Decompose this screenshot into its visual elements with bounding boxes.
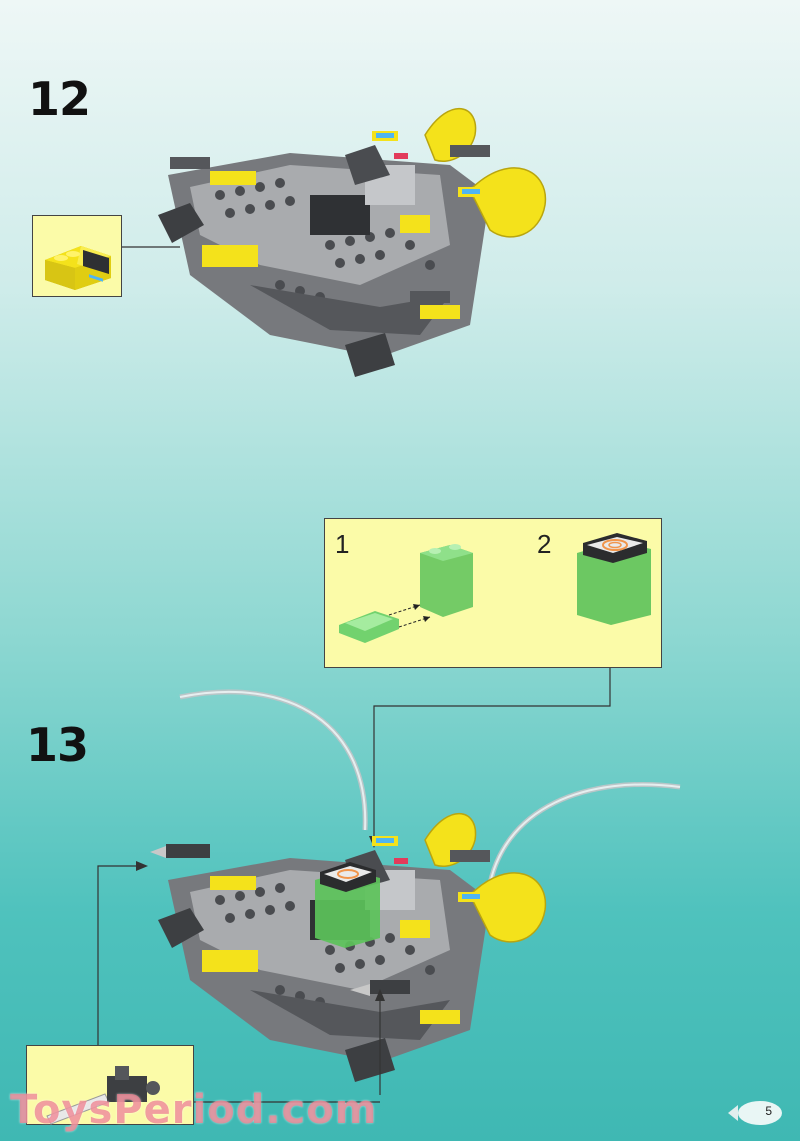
substep-number-1: 1 (335, 529, 350, 559)
page-number-badge: 5 (724, 1099, 786, 1127)
step-number-13: 13 (26, 718, 89, 772)
subassembly-callout-step-13: 1 2 (324, 518, 662, 668)
parts-callout-step-12 (32, 215, 122, 297)
page-number: 5 (765, 1104, 772, 1118)
arrow-icon (375, 989, 385, 1095)
connector-line (194, 1101, 380, 1103)
substep-number-2: 2 (537, 529, 552, 559)
trans-green-container-parts-icon (339, 533, 651, 643)
connector-line (122, 246, 180, 248)
submarine-model-step-12 (158, 107, 547, 377)
computer-slope-brick-icon (45, 246, 111, 290)
watermark: ToysPeriod.com (10, 1087, 378, 1133)
step-number-12: 12 (28, 72, 91, 126)
antenna-hoses (179, 689, 681, 896)
harpoon-gun-part-icon (46, 1066, 160, 1125)
submarine-model-step-13 (150, 812, 547, 1082)
parts-callout-step-13-gun (26, 1045, 194, 1125)
fish-icon (728, 1101, 782, 1125)
arrow-icon (97, 861, 148, 1048)
